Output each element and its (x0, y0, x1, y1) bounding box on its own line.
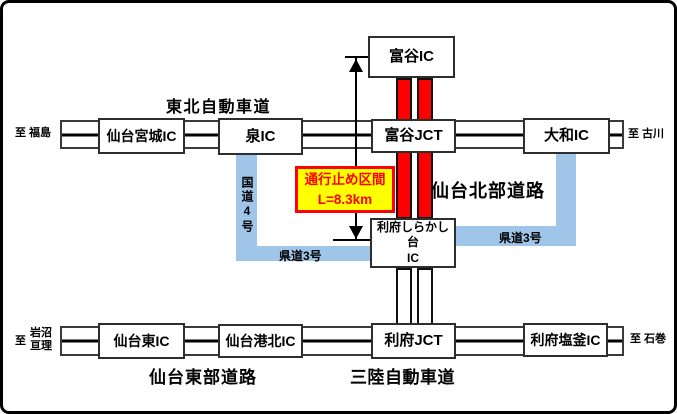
closure-text-line1: 通行止め区間 (304, 171, 386, 187)
dimension-bar-top (345, 56, 370, 58)
detour-route4-vertical-segment (236, 155, 257, 261)
national-route4-label: 国道4号 (240, 176, 254, 234)
rifu-shirakashidai-ic-box: 利府しらかし台 IC (370, 218, 456, 268)
sendai-miyagi-ic-label: 仙台宮城IC (106, 127, 177, 144)
dest-furukawa-label: 至 古川 (628, 128, 665, 140)
rifu-jct-box: 利府JCT (371, 323, 456, 359)
dimension-bar-bottom (333, 239, 370, 241)
rifu-shirakashidai-ic-label-line1: 利府しらかし台 (376, 219, 449, 250)
arrow-down-icon (349, 226, 363, 239)
pref-route3-west-label: 県道3号 (279, 249, 322, 263)
dest-iwanuma-watari-stack: 岩沼 亘理 (30, 327, 52, 353)
dest-fukushima-label: 至 福島 (15, 127, 52, 139)
dimension-line (355, 58, 357, 241)
sendai-minatokita-ic-label: 仙台港北IC (225, 332, 296, 349)
detour-yamato-vertical-segment (556, 153, 576, 246)
closure-text-line2: L=8.3km (317, 191, 373, 207)
rifu-shirakashidai-ic-label-line2: IC (407, 250, 419, 265)
detour-prefroute3-east-segment (455, 226, 576, 246)
rifu-shiogama-ic-box: 利府塩釜IC (523, 323, 608, 357)
road-center-line (62, 133, 622, 136)
sendai-miyagi-ic-box: 仙台宮城IC (98, 118, 185, 154)
sendai-minatokita-ic-box: 仙台港北IC (218, 324, 303, 358)
pref-route3-east-label: 県道3号 (499, 231, 542, 245)
dest-ishinomaki-label: 至 石巻 (630, 333, 667, 345)
dest-watari-text: 亘理 (30, 340, 52, 353)
rifu-shiogama-ic-label: 利府塩釜IC (530, 331, 601, 348)
izumi-ic-box: 泉IC (218, 118, 303, 155)
open-section-road (396, 268, 433, 327)
tohoku-expressway-label: 東北自動車道 (166, 99, 272, 116)
yamato-ic-box: 大和IC (523, 118, 610, 154)
sendai-tobu-road-label: 仙台東部道路 (149, 368, 257, 387)
closure-callout: 通行止め区間 L=8.3km (295, 166, 395, 213)
tomiya-jct-label: 富谷JCT (384, 127, 443, 145)
rifu-jct-label: 利府JCT (384, 332, 443, 350)
sendai-hokubu-road-label: 仙台北部道路 (431, 181, 545, 201)
dest-prefix: 至 (15, 335, 26, 348)
sendai-higashi-ic-box: 仙台東IC (98, 323, 185, 359)
road-center-line (62, 339, 622, 343)
dest-iwanuma-watari-label: 至 岩沼 亘理 (15, 327, 52, 353)
sendai-higashi-ic-label: 仙台東IC (113, 332, 170, 349)
open-lane-left (396, 268, 412, 327)
tomiya-jct-box: 富谷JCT (371, 119, 456, 153)
yamato-ic-label: 大和IC (543, 127, 589, 145)
tomiya-ic-label: 富谷IC (388, 48, 434, 66)
arrow-up-icon (349, 59, 363, 72)
open-lane-right (417, 268, 433, 327)
dest-iwanuma-text: 岩沼 (30, 327, 52, 339)
tomiya-ic-box: 富谷IC (368, 36, 455, 78)
sanriku-expressway-label: 三陸自動車道 (350, 368, 455, 387)
detour-prefroute3-west-segment (236, 246, 371, 261)
izumi-ic-label: 泉IC (245, 127, 276, 145)
